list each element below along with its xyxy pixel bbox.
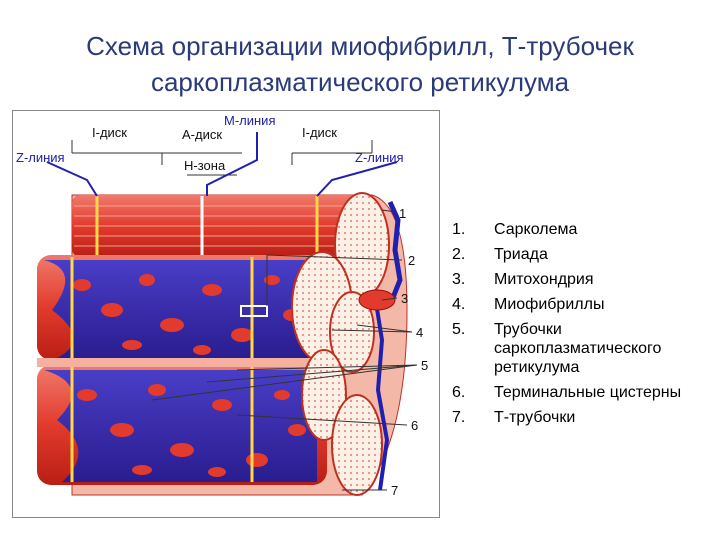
legend-item: 4. Миофибриллы [452,295,712,314]
legend-item: 7. Т-трубочки [452,408,712,427]
legend-item-text: Терминальные цистерны [494,384,682,401]
callout-7: 7 [391,483,398,498]
legend-item-text: Митохондрия [494,271,594,288]
label-z-line-right: Z-линия [355,150,404,165]
myofibril-diagram: М-линия I-диск А-диск I-диск Z-линия Н-з… [12,110,440,518]
callout-1: 1 [399,206,406,221]
legend-item-number: 6. [452,384,466,401]
legend-item: 1. Сарколема [452,220,712,239]
legend-item-number: 1. [452,221,466,238]
legend-item-text: Трубочки саркоплазматического ретикулума [494,321,662,376]
t-tubule-edge [372,289,390,491]
callout-6: 6 [411,418,418,433]
label-m-line: М-линия [224,113,276,128]
myofibril-end-c [331,394,383,496]
legend-item: 2. Триада [452,245,712,264]
mitochondrion [358,289,396,311]
myofibril-end-b [301,349,347,441]
legend-item-number: 4. [452,296,466,313]
legend-item-text: Триада [494,246,548,263]
callout-3: 3 [401,291,408,306]
legend-item: 6. Терминальные цистерны [452,383,712,402]
callout-2: 2 [408,253,415,268]
legend-item-number: 3. [452,271,466,288]
callout-4: 4 [416,325,423,340]
legend-item-text: Т-трубочки [494,409,576,426]
legend-item-text: Миофибриллы [494,296,605,313]
legend-list: 1. Сарколема 2. Триада 3. Митохондрия 4.… [452,220,712,433]
legend-item-number: 7. [452,409,466,426]
label-h-zone: Н-зона [184,158,226,173]
label-a-disk: А-диск [182,127,222,142]
myofibril-bottom [37,358,327,485]
slide-title-line-1: Схема организации миофибрилл, Т-трубочек [86,31,634,61]
slide-title-line-2: саркоплазматического ретикулума [150,67,570,97]
myofibril-top [72,192,403,301]
myofibril-end-a [329,291,375,373]
label-i-disk-left: I-диск [92,125,127,140]
legend-item: 5. Трубочки саркоплазматического ретикул… [452,320,712,377]
myofibril-middle [37,251,353,363]
label-i-disk-right: I-диск [302,125,337,140]
callout-5: 5 [421,358,428,373]
legend-item-number: 2. [452,246,466,263]
legend-item-number: 5. [452,321,466,338]
legend-item-text: Сарколема [494,221,578,238]
legend-item: 3. Митохондрия [452,270,712,289]
label-z-line-left: Z-линия [16,150,65,165]
